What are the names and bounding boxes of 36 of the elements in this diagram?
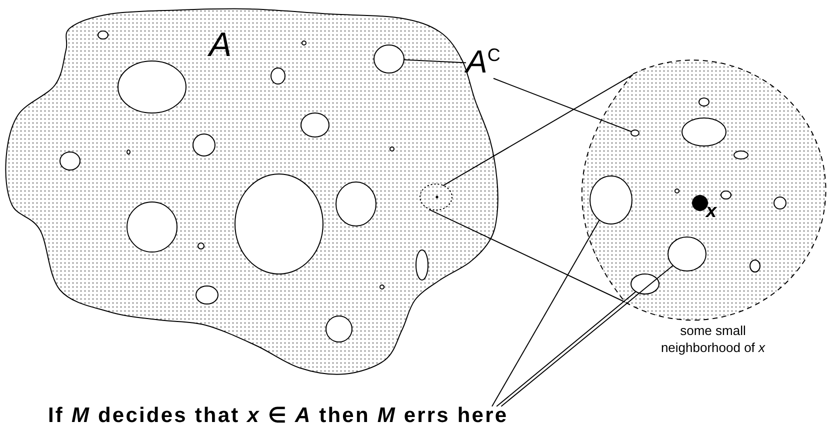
- hole-circle: [720, 190, 732, 200]
- set-label: A$^{C}$: [466, 36, 500, 81]
- leader-line: [496, 291, 636, 407]
- hole-circle: [97, 30, 109, 40]
- hole-circle: [234, 173, 324, 275]
- hole-circle: [630, 129, 640, 137]
- hole-circle: [300, 112, 330, 138]
- hole-circle: [335, 181, 377, 227]
- hole-circle: [192, 133, 216, 157]
- hole-circle: [117, 60, 187, 114]
- hole-circle: [630, 273, 660, 295]
- point-label: x: [706, 201, 717, 223]
- hole-circle: [325, 315, 353, 343]
- set-label: A: [209, 26, 232, 65]
- hole-circle: [197, 242, 205, 250]
- hole-circle: [415, 249, 429, 281]
- hole-circle: [126, 201, 178, 253]
- hole-circle: [667, 236, 707, 272]
- hole-circle: [373, 44, 405, 74]
- hole-circle: [389, 146, 395, 152]
- neighborhood-caption: some small neighborhood of x: [660, 322, 766, 356]
- hole-circle: [379, 284, 385, 290]
- hole-circle: [195, 285, 219, 305]
- hole-circle: [59, 151, 81, 171]
- leader-line: [442, 74, 634, 186]
- hole-circle: [301, 40, 307, 46]
- leader-line: [492, 220, 600, 407]
- caption-text: If M decides that x ∈ A then M errs here: [48, 404, 508, 428]
- leader-line: [500, 265, 674, 407]
- hole-circle: [698, 97, 710, 107]
- hole-circle: [674, 188, 680, 194]
- hole-circle: [681, 117, 727, 147]
- hole-circle: [126, 149, 130, 155]
- hole-circle: [589, 175, 633, 225]
- small-neighborhood-circle: [419, 183, 453, 211]
- hole-circle: [270, 67, 286, 85]
